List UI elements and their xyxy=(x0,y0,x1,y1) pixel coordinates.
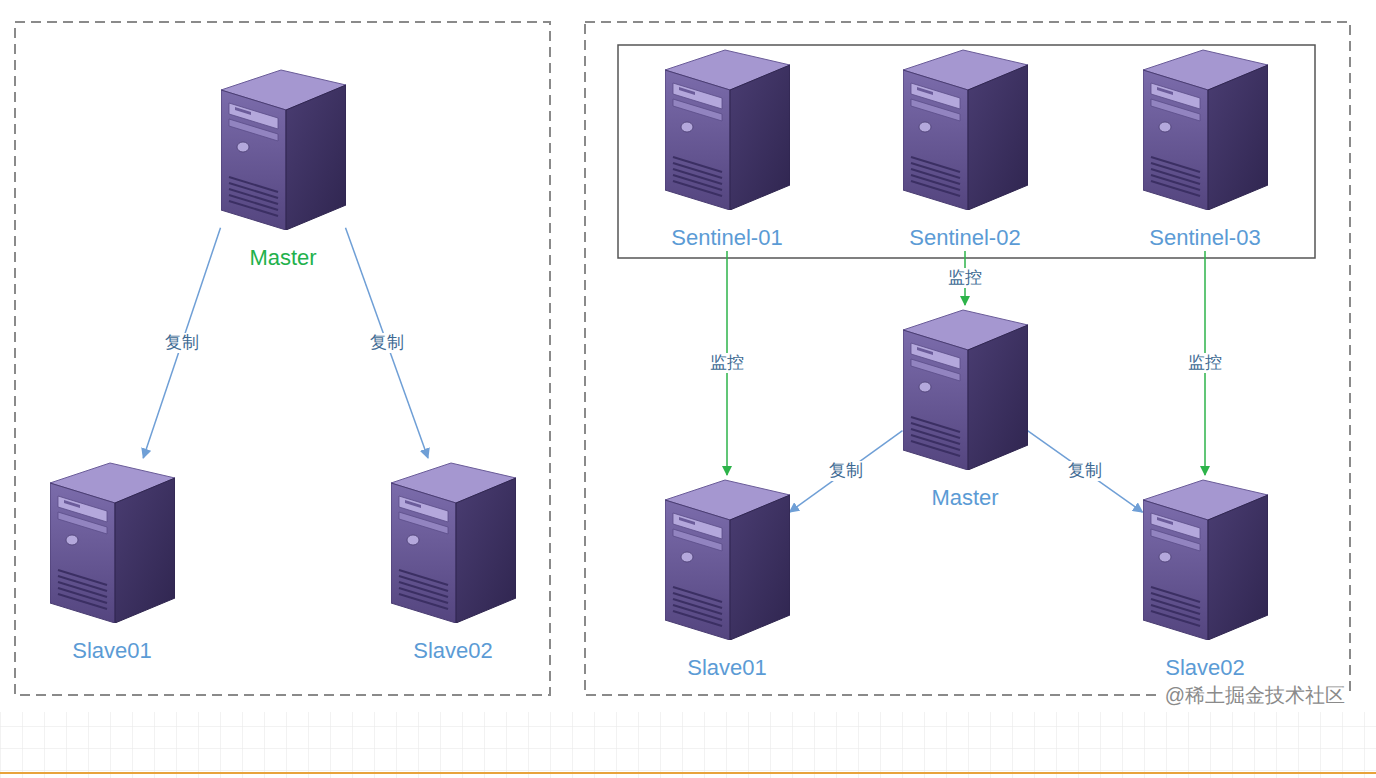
server-node: Slave01 xyxy=(665,475,790,681)
server-node: Master xyxy=(903,305,1028,511)
server-name: Slave02 xyxy=(413,638,493,664)
edge-label: 监控 xyxy=(1186,353,1224,373)
server-node: Master xyxy=(221,65,346,271)
connector-arrow xyxy=(1028,431,1143,512)
server-icon xyxy=(903,45,1028,210)
sentinel-group-box xyxy=(618,45,1315,258)
server-name: Master xyxy=(249,245,316,271)
dashed-panel xyxy=(585,22,1350,695)
edge-label: 监控 xyxy=(708,353,746,373)
connector-arrow xyxy=(143,228,220,458)
edge-label: 复制 xyxy=(827,461,865,481)
server-node: Slave01 xyxy=(50,458,175,664)
server-icon xyxy=(665,45,790,210)
edge-label: 监控 xyxy=(946,268,984,288)
server-name: Slave02 xyxy=(1165,655,1245,681)
watermark: @稀土掘金技术社区 xyxy=(1162,684,1348,706)
edge-label: 复制 xyxy=(368,333,406,353)
server-name: Slave01 xyxy=(687,655,767,681)
server-name: Sentinel-03 xyxy=(1149,225,1260,251)
server-node: Slave02 xyxy=(391,458,516,664)
server-name: Sentinel-02 xyxy=(909,225,1020,251)
server-node: Sentinel-01 xyxy=(665,45,790,251)
dashed-panel xyxy=(15,22,550,695)
server-icon xyxy=(665,475,790,640)
grid-ground xyxy=(0,712,1376,778)
server-icon xyxy=(391,458,516,623)
server-node: Sentinel-02 xyxy=(903,45,1028,251)
server-icon xyxy=(1143,475,1268,640)
rule-line xyxy=(0,772,1376,774)
server-name: Master xyxy=(931,485,998,511)
server-icon xyxy=(1143,45,1268,210)
edge-label: 复制 xyxy=(163,333,201,353)
server-name: Slave01 xyxy=(72,638,152,664)
connector-arrow xyxy=(346,228,429,458)
server-icon xyxy=(903,305,1028,470)
server-name: Sentinel-01 xyxy=(671,225,782,251)
server-node: Slave02 xyxy=(1143,475,1268,681)
connector-arrow xyxy=(790,431,903,512)
server-icon xyxy=(221,65,346,230)
server-node: Sentinel-03 xyxy=(1143,45,1268,251)
server-icon xyxy=(50,458,175,623)
edge-label: 复制 xyxy=(1066,461,1104,481)
